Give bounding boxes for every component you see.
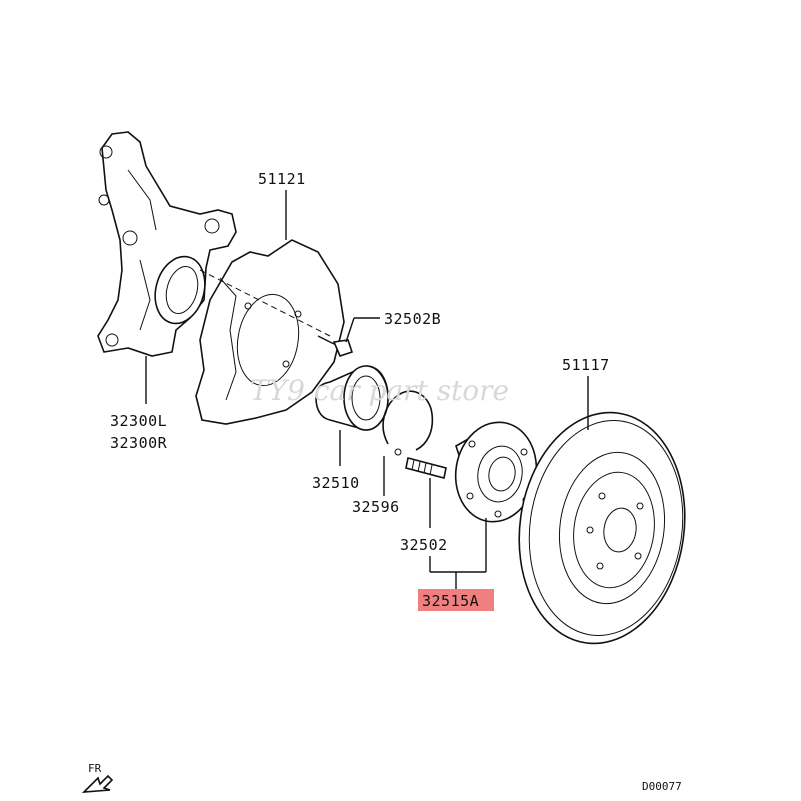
watermark: TY9 car part store — [250, 374, 509, 407]
hub-bolt — [405, 457, 447, 479]
direction-label: FR — [88, 762, 102, 775]
steering-knuckle — [97, 131, 237, 357]
label-32300r: 32300R — [110, 434, 168, 452]
label-51117: 51117 — [562, 356, 610, 374]
label-32510: 32510 — [312, 474, 360, 492]
label-32502b: 32502B — [384, 310, 441, 328]
front-arrow-icon — [81, 774, 114, 793]
diagram-code: D00077 — [642, 780, 682, 793]
front-direction-indicator: FR — [81, 762, 114, 793]
snap-ring — [382, 390, 434, 456]
bolt-32502b — [317, 335, 354, 357]
wheel-hub — [454, 421, 538, 523]
label-32596: 32596 — [352, 498, 400, 516]
assembly-axis — [199, 269, 331, 337]
leader-lines — [145, 190, 589, 590]
wheel-bearing — [315, 365, 389, 431]
brake-disc — [518, 411, 686, 645]
label-32300l: 32300L — [110, 412, 167, 430]
label-32515a: 32515A — [422, 592, 479, 610]
highlight-32515a — [418, 589, 494, 611]
label-51121: 51121 — [258, 170, 306, 188]
label-32502: 32502 — [400, 536, 448, 554]
dust-shield — [195, 239, 345, 425]
